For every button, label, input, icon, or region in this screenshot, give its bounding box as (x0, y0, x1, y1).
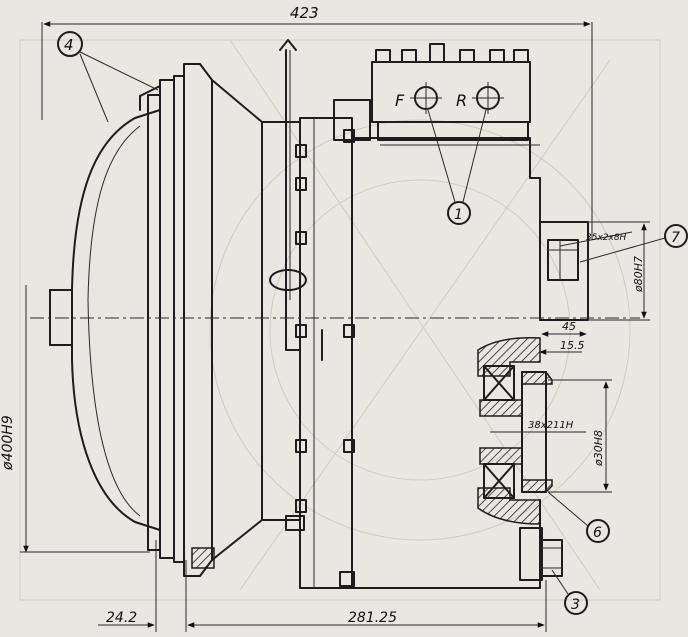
paper-ghost-lines (19, 39, 661, 601)
dimension-bearing-offset: 15.5 (539, 339, 585, 355)
reverse-port-label: R (456, 91, 467, 110)
bell-housing (49, 109, 161, 531)
hub-bore-label: ø30H8 (592, 430, 605, 467)
callout-7: 7 (579, 224, 688, 263)
overall-length-label: 423 (290, 4, 319, 22)
callout-6: 6 (547, 491, 610, 543)
callout-6-number: 6 (593, 525, 602, 541)
dimension-shaft-extension: 45 (541, 320, 587, 337)
shaft-key-label: 35x2x8H (586, 233, 627, 243)
dimension-bore-diameter: ø400H9 (0, 285, 150, 553)
callout-1-number: 1 (454, 207, 463, 223)
flange-bolt-section (191, 547, 215, 569)
valve-block: F R (371, 43, 531, 141)
callout-3-number: 3 (571, 597, 580, 613)
dimension-overall-length: 423 (41, 4, 593, 240)
dimension-spline: 38x211H (522, 420, 586, 433)
callout-1: 1 (427, 109, 487, 225)
body-length-label: 281.25 (348, 610, 397, 626)
spline-label: 38x211H (528, 420, 574, 431)
output-shaft (539, 221, 589, 321)
valve-block-bolts (375, 43, 529, 63)
bore-diameter-label: ø400H9 (0, 415, 16, 471)
dimension-bottom-row: 24.2 281.25 (98, 540, 547, 632)
shaft-diameter-label: ø80H7 (632, 256, 645, 293)
bearing-section (477, 337, 563, 581)
forward-port-label: F (395, 91, 405, 110)
dimension-hub-bore: ø30H8 (548, 379, 612, 493)
callout-4: 4 (57, 31, 159, 123)
shaft-extension-label: 45 (562, 320, 576, 333)
flange-plates (139, 63, 215, 577)
callout-3: 3 (551, 569, 588, 615)
dimension-shaft-diameter: ø80H7 (588, 221, 650, 321)
flange-bolts (285, 129, 355, 587)
dimension-shaft-key: 35x2x8H (559, 231, 633, 247)
callout-7-number: 7 (671, 230, 680, 246)
bearing-offset-label: 15.5 (560, 339, 585, 352)
left-offset-label: 24.2 (106, 610, 137, 626)
callout-4-number: 4 (64, 36, 74, 54)
